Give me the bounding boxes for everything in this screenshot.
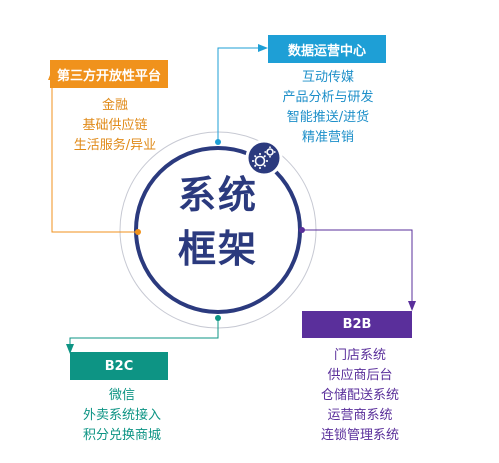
list-item: 智能推送/进货 xyxy=(286,110,370,125)
third-party-platform-list: 金融 基础供应链 生活服务/异业 xyxy=(60,96,170,156)
list-item: 基础供应链 xyxy=(82,118,148,133)
b2b-header: B2B xyxy=(302,311,412,338)
list-item: 外卖系统接入 xyxy=(82,408,161,423)
list-item: 互动传媒 xyxy=(301,70,354,85)
data-ops-center-list: 互动传媒 产品分析与研发 智能推送/进货 精准营销 xyxy=(264,68,392,148)
list-item: 积分兑换商城 xyxy=(82,428,161,443)
list-item: 连锁管理系统 xyxy=(320,428,399,443)
center-title-line2: 框架 xyxy=(177,227,258,271)
b2c-list: 微信 外卖系统接入 积分兑换商城 xyxy=(62,386,182,446)
list-item: 供应商后台 xyxy=(327,368,393,383)
list-item: 精准营销 xyxy=(301,130,354,145)
list-item: 产品分析与研发 xyxy=(282,90,374,105)
list-item: 金融 xyxy=(101,98,128,113)
list-item: 微信 xyxy=(108,388,135,403)
connector-b2c xyxy=(66,315,221,354)
gears-icon xyxy=(245,139,283,177)
connector-data-ops xyxy=(215,44,268,145)
list-item: 门店系统 xyxy=(333,348,386,363)
third-party-platform-header: 第三方开放性平台 xyxy=(50,60,168,88)
center-title: 系统 框架 xyxy=(138,168,298,276)
connector-b2b xyxy=(299,227,416,311)
list-item: 仓储配送系统 xyxy=(320,388,399,403)
center-title-line1: 系统 xyxy=(177,173,258,217)
b2b-list: 门店系统 供应商后台 仓储配送系统 运营商系统 连锁管理系统 xyxy=(308,346,412,446)
list-item: 生活服务/异业 xyxy=(73,138,157,153)
data-ops-center-header: 数据运营中心 xyxy=(268,35,386,63)
b2c-header: B2C xyxy=(70,352,168,380)
list-item: 运营商系统 xyxy=(327,408,393,423)
